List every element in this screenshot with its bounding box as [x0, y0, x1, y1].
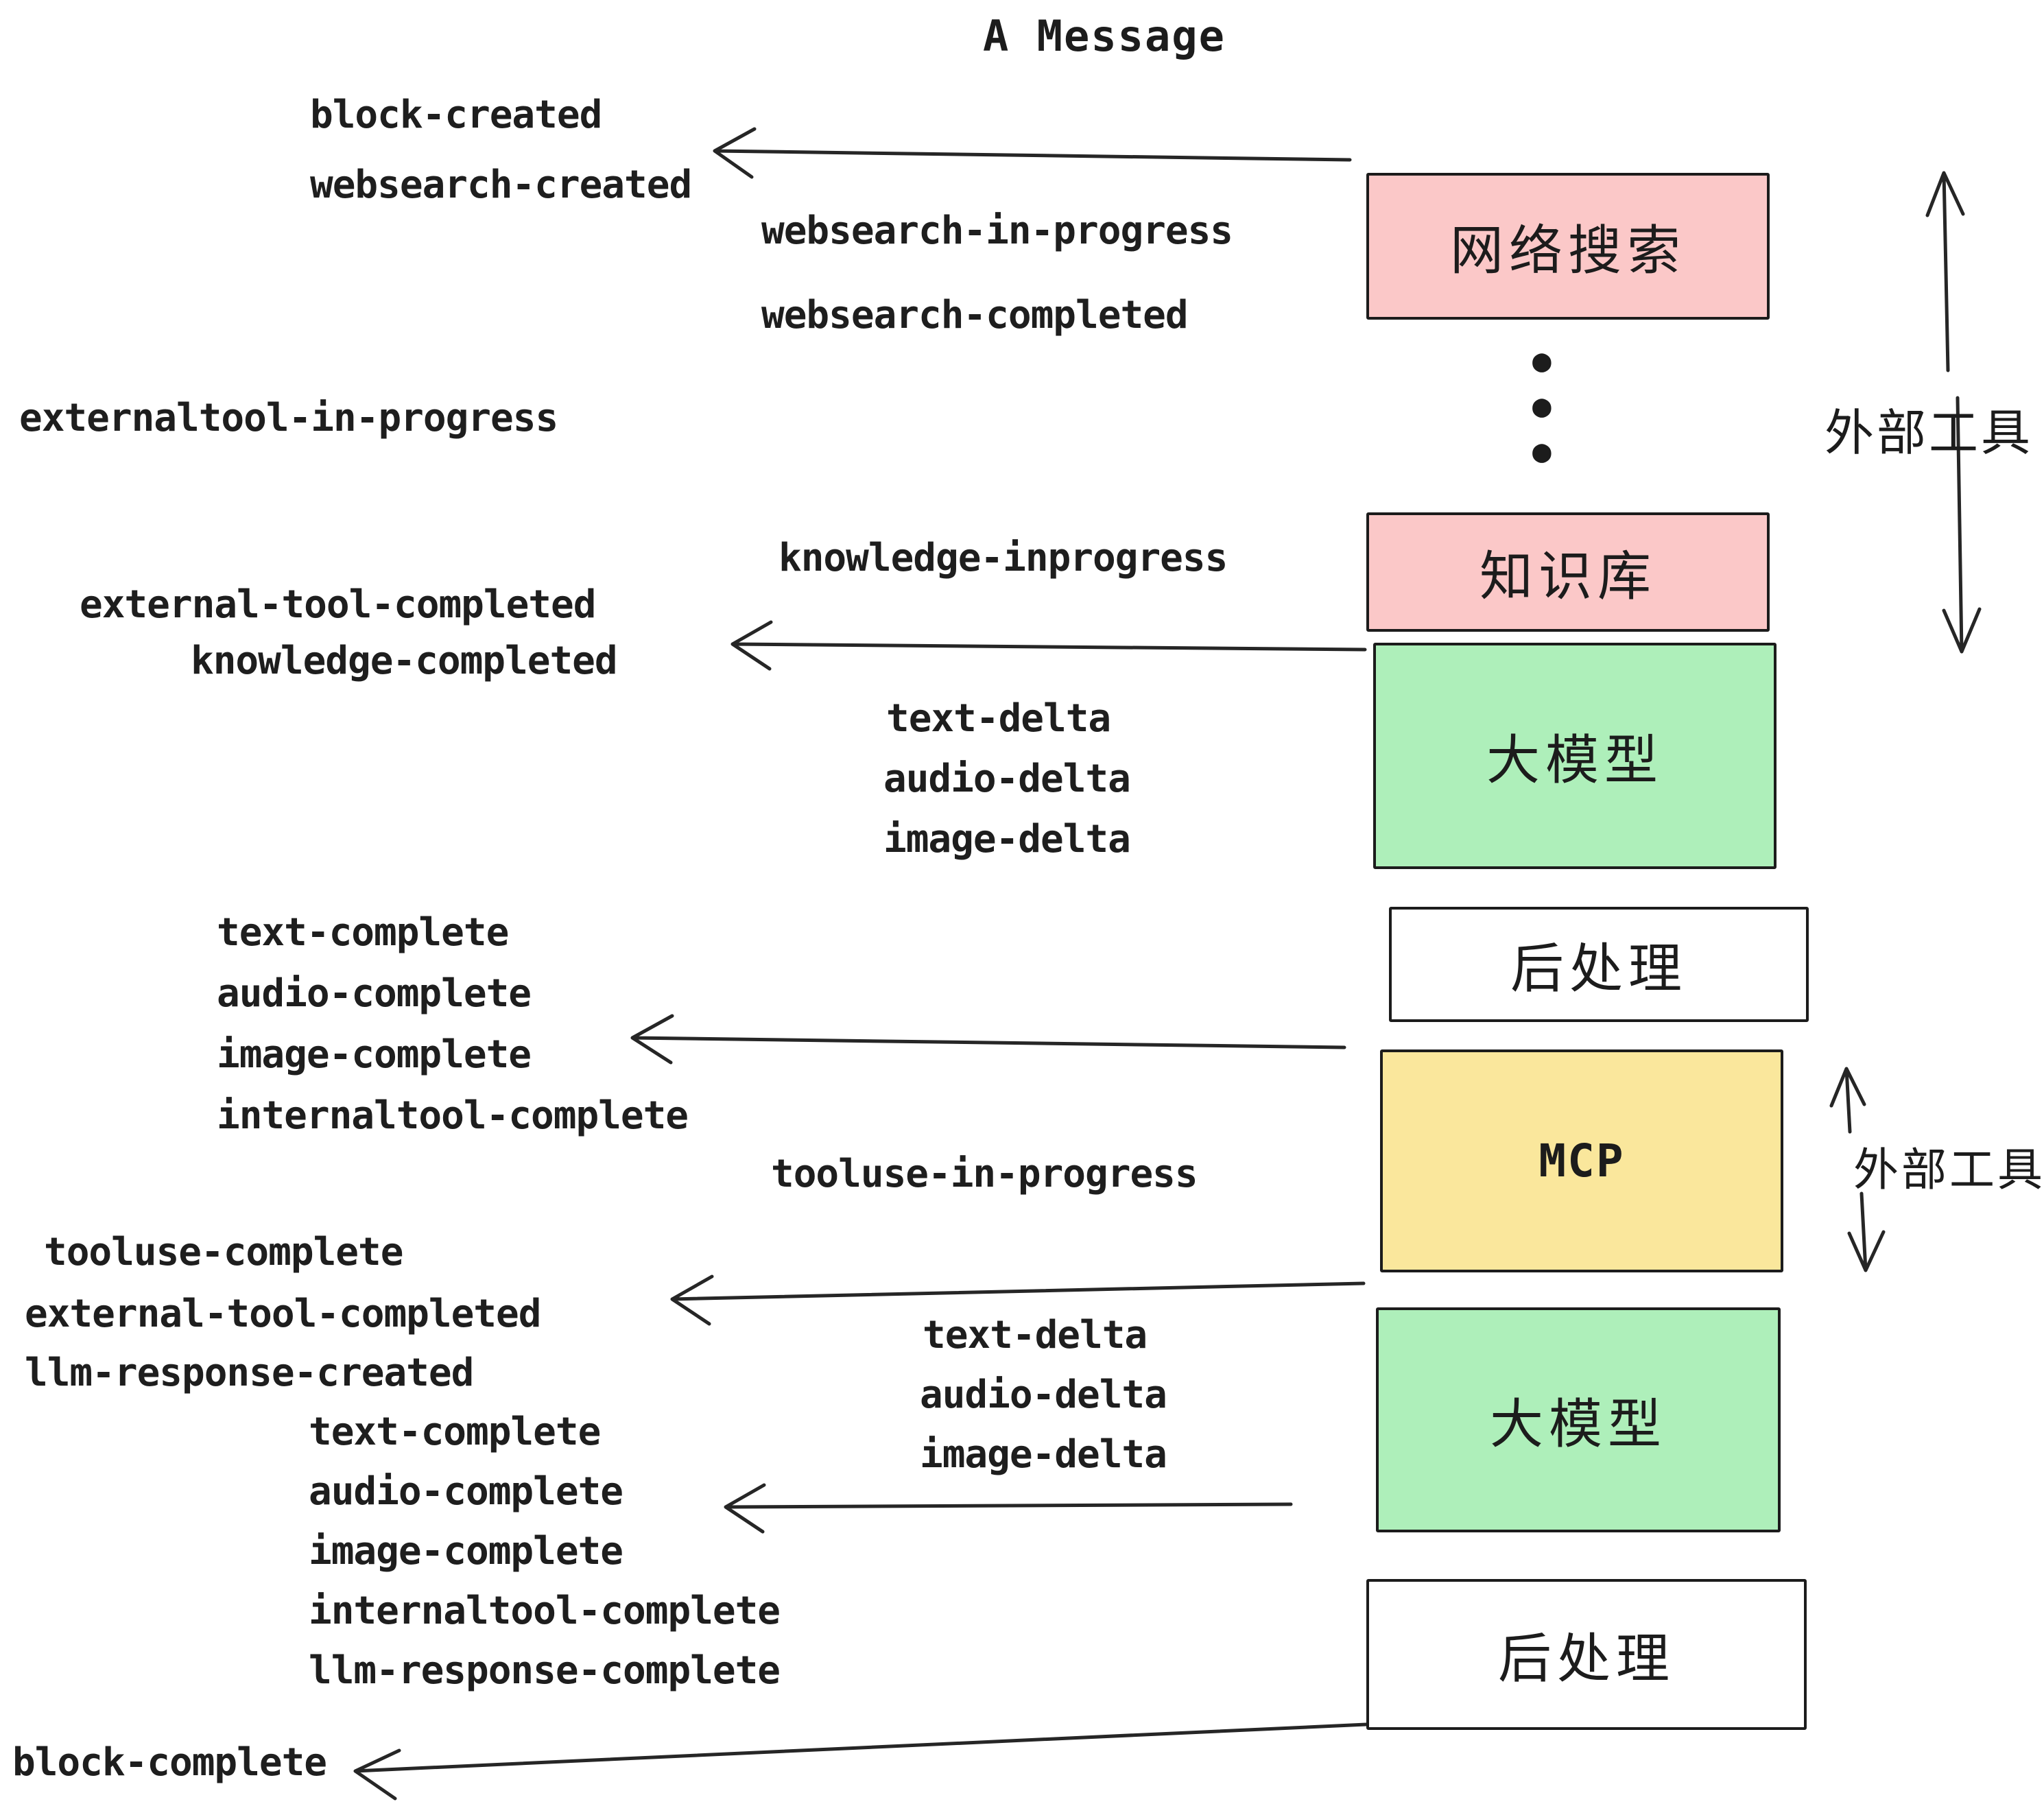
vertical-ellipsis: ● ● ● — [1532, 337, 1552, 473]
arrow-to-image-complete — [630, 1014, 1346, 1065]
ellipsis-dot: ● — [1532, 432, 1552, 469]
event-label-externaltool-in-progress: externaltool-in-progress — [19, 396, 558, 440]
box-mcp-label: MCP — [1538, 1135, 1625, 1187]
event-label-llm-response-created: llm-response-created — [25, 1351, 474, 1395]
box-mcp: MCP — [1380, 1049, 1783, 1272]
arrow-to-block-created — [713, 127, 1352, 179]
event-label-text-delta-2: text-delta — [923, 1313, 1148, 1357]
side-label-external-tool-bottom: 外部工具 — [1853, 1143, 2044, 1196]
event-label-text-delta-1: text-delta — [886, 696, 1111, 741]
event-label-image-complete-1: image-complete — [217, 1032, 532, 1077]
event-label-knowledge-inprogress: knowledge-inprogress — [779, 536, 1228, 580]
arrow-to-knowledge-completed — [730, 620, 1367, 671]
event-label-llm-response-complete: llm-response-complete — [309, 1648, 781, 1693]
arrow-to-tooluse-complete — [670, 1274, 1366, 1326]
event-label-websearch-completed: websearch-completed — [761, 293, 1189, 337]
event-label-image-delta-1: image-delta — [883, 817, 1131, 862]
event-label-audio-delta-1: audio-delta — [883, 757, 1131, 801]
external-tool-top-up-arrow — [1925, 171, 1965, 372]
event-label-external-tool-completed-2: external-tool-completed — [25, 1292, 541, 1336]
box-postprocess-1: 后处理 — [1389, 907, 1809, 1022]
event-label-audio-delta-2: audio-delta — [920, 1373, 1167, 1417]
external-tool-bottom-down-arrow — [1847, 1191, 1886, 1272]
arrow-to-block-complete — [353, 1722, 1368, 1801]
arrow-to-audio-complete — [724, 1483, 1293, 1534]
diagram-title: A Message — [983, 11, 1226, 61]
event-label-audio-complete-2: audio-complete — [309, 1469, 623, 1514]
box-llm-2-label: 大模型 — [1489, 1394, 1667, 1456]
box-websearch: 网络搜索 — [1366, 173, 1770, 320]
box-knowledge-label: 知识库 — [1479, 546, 1656, 608]
box-postprocess-2: 后处理 — [1366, 1579, 1807, 1730]
ellipsis-dot: ● — [1532, 387, 1552, 424]
event-label-internaltool-complete-2: internaltool-complete — [309, 1589, 781, 1633]
box-llm-2: 大模型 — [1376, 1307, 1781, 1532]
event-label-knowledge-completed: knowledge-completed — [191, 639, 618, 683]
event-label-block-complete: block-complete — [12, 1740, 327, 1785]
box-knowledge: 知识库 — [1366, 512, 1770, 632]
event-label-internaltool-complete-1: internaltool-complete — [217, 1093, 689, 1138]
event-label-text-complete-2: text-complete — [309, 1410, 601, 1454]
event-label-block-created: block-created — [310, 93, 602, 137]
event-label-image-complete-2: image-complete — [309, 1529, 623, 1574]
event-label-websearch-in-progress: websearch-in-progress — [761, 209, 1233, 253]
event-label-image-delta-2: image-delta — [920, 1432, 1167, 1477]
side-label-external-tool-top: 外部工具 — [1825, 404, 2034, 462]
box-websearch-label: 网络搜索 — [1449, 220, 1686, 282]
box-postprocess-1-label: 后处理 — [1510, 938, 1687, 1000]
event-label-external-tool-completed-1: external-tool-completed — [80, 582, 596, 627]
external-tool-bottom-up-arrow — [1829, 1067, 1866, 1134]
event-label-tooluse-in-progress: tooluse-in-progress — [771, 1152, 1198, 1196]
event-label-tooluse-complete: tooluse-complete — [44, 1230, 403, 1274]
box-postprocess-2-label: 后处理 — [1497, 1628, 1675, 1690]
box-llm-1-label: 大模型 — [1486, 730, 1663, 792]
external-tool-top-down-arrow — [1942, 396, 1982, 654]
event-label-websearch-created: websearch-created — [310, 163, 692, 207]
box-llm-1: 大模型 — [1373, 643, 1776, 869]
event-label-audio-complete-1: audio-complete — [217, 971, 532, 1016]
event-label-text-complete-1: text-complete — [217, 910, 509, 955]
ellipsis-dot: ● — [1532, 342, 1552, 379]
